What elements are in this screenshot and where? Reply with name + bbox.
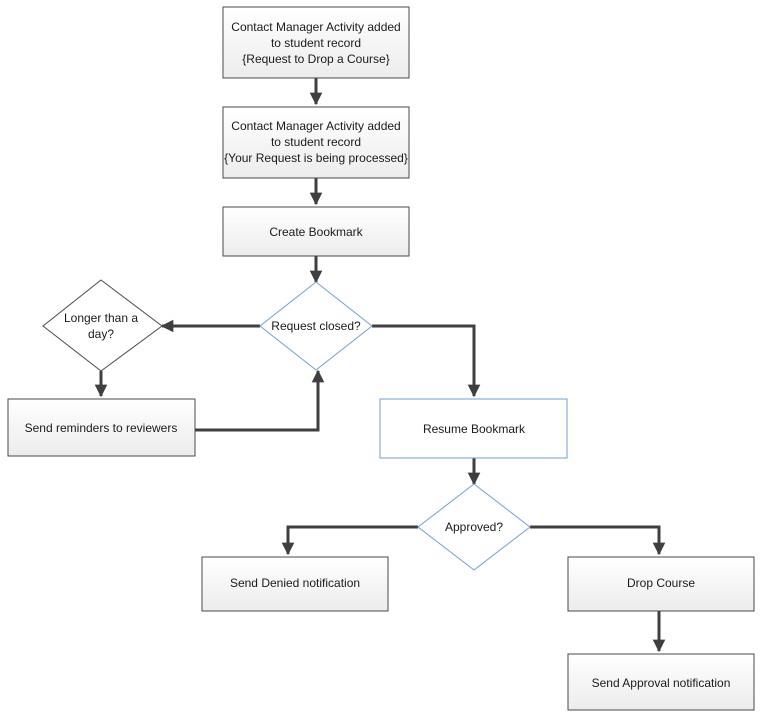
- arrow-approved-to-send-denied: [281, 525, 418, 556]
- longer-than-day-decision: Longer than a day?: [42, 279, 163, 372]
- resume-bookmark-box: Resume Bookmark: [379, 398, 568, 459]
- create-bookmark-box: Create Bookmark: [222, 206, 410, 257]
- connectors: [94, 78, 666, 653]
- approved-decision: Approved?: [417, 483, 531, 571]
- resume-bookmark-label: Resume Bookmark: [423, 422, 526, 436]
- request-closed-label: Request closed?: [271, 319, 361, 333]
- send-reminders-box: Send reminders to reviewers: [7, 398, 196, 457]
- arrow-reminders-to-request-closed: [195, 369, 325, 432]
- send-reminders-label: Send reminders to reviewers: [25, 421, 178, 435]
- activity-processing-line-2: to student record: [271, 135, 361, 149]
- activity-processing-line-1: Contact Manager Activity added: [231, 119, 400, 133]
- activity-drop-request-line-2: to student record: [271, 36, 361, 50]
- activity-drop-request-line-3: {Request to Drop a Course}: [242, 52, 389, 66]
- arrow-approved-to-drop-course: [530, 525, 666, 556]
- create-bookmark-label: Create Bookmark: [269, 225, 363, 239]
- longer-than-day-line-1: Longer than a: [64, 311, 138, 325]
- drop-course-label: Drop Course: [627, 576, 695, 590]
- activity-processing-box: Contact Manager Activity added to studen…: [222, 106, 410, 179]
- send-approval-label: Send Approval notification: [592, 676, 731, 690]
- longer-than-day-line-2: day?: [88, 327, 114, 341]
- activity-drop-request-box: Contact Manager Activity added to studen…: [222, 6, 410, 79]
- send-approval-box: Send Approval notification: [567, 653, 755, 711]
- drop-course-box: Drop Course: [567, 556, 755, 612]
- activity-processing-line-3: {Your Request is being processed}: [224, 151, 408, 165]
- activity-drop-request-line-1: Contact Manager Activity added: [231, 20, 400, 34]
- request-closed-decision: Request closed?: [259, 281, 373, 371]
- arrow-request-closed-to-resume-bookmark: [372, 324, 481, 398]
- send-denied-box: Send Denied notification: [201, 556, 389, 612]
- send-denied-label: Send Denied notification: [230, 576, 360, 590]
- approved-label: Approved?: [445, 520, 503, 534]
